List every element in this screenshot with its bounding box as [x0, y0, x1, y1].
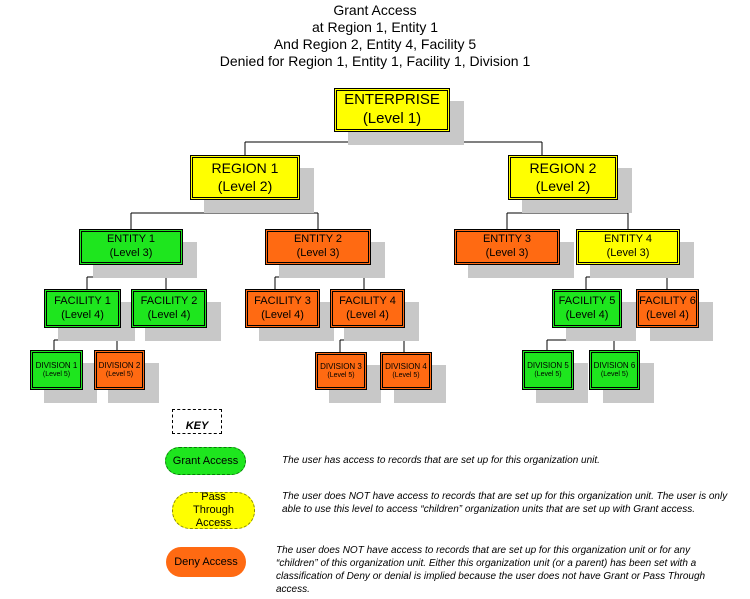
node-entity-2-level: (Level 3)	[296, 247, 340, 259]
node-facility-3: FACILITY 3 (Level 4)	[245, 289, 320, 328]
node-region-2: REGION 2 (Level 2)	[508, 155, 618, 200]
node-division-6-level: (Level 5)	[600, 370, 629, 378]
node-region-1-level: (Level 2)	[217, 177, 273, 194]
title-line-1: Grant Access	[333, 2, 417, 18]
node-division-1-level: (Level 5)	[42, 370, 71, 378]
node-facility-6-level: (Level 4)	[646, 308, 689, 321]
node-division-3-name: DIVISION 3	[320, 361, 362, 371]
node-division-6: DIVISION 6 (Level 5)	[589, 350, 640, 390]
key-heading: KEY	[172, 409, 222, 434]
node-region-2-level: (Level 2)	[535, 177, 591, 194]
node-facility-6-name: FACILITY 6	[639, 294, 696, 307]
node-division-5-level: (Level 5)	[534, 370, 562, 378]
key-deny-desc: The user does NOT have access to records…	[276, 545, 706, 595]
connector-lines	[53, 132, 668, 352]
node-division-1: DIVISION 1 (Level 5)	[30, 350, 83, 390]
key-deny-label: Deny Access	[174, 555, 238, 568]
node-entity-4: ENTITY 4 (Level 3)	[576, 229, 680, 265]
node-entity-3-level: (Level 3)	[485, 247, 529, 259]
node-facility-3-level: (Level 4)	[261, 308, 304, 321]
title-line-4: Denied for Region 1, Entity 1, Facility …	[219, 53, 531, 69]
node-facility-6: FACILITY 6 (Level 4)	[636, 289, 699, 328]
node-facility-4-level: (Level 4)	[346, 308, 389, 321]
node-division-3-level: (Level 5)	[327, 371, 355, 379]
node-facility-2: FACILITY 2 (Level 4)	[131, 289, 207, 328]
node-division-6-name: DIVISION 6	[593, 360, 636, 370]
node-facility-5-level: (Level 4)	[565, 308, 609, 321]
key-pass-through-swatch: Pass Through Access	[172, 491, 255, 529]
key-grant-swatch: Grant Access	[165, 447, 246, 475]
node-facility-1-name: FACILITY 1	[54, 294, 111, 307]
node-division-5: DIVISION 5 (Level 5)	[522, 350, 574, 390]
node-entity-2: ENTITY 2 (Level 3)	[265, 229, 371, 265]
node-division-3: DIVISION 3 (Level 5)	[315, 352, 367, 390]
node-division-5-name: DIVISION 5	[527, 360, 569, 370]
node-division-4: DIVISION 4 (Level 5)	[380, 352, 432, 390]
node-facility-5-name: FACILITY 5	[558, 294, 616, 307]
node-division-2-level: (Level 5)	[105, 370, 134, 378]
node-entity-4-level: (Level 3)	[606, 247, 650, 259]
title-line-2: at Region 1, Entity 1	[311, 19, 439, 35]
node-facility-2-name: FACILITY 2	[140, 294, 198, 307]
node-facility-1: FACILITY 1 (Level 4)	[44, 289, 121, 328]
node-enterprise-name: ENTERPRISE	[344, 91, 440, 109]
diagram-title: Grant Access at Region 1, Entity 1 And R…	[0, 2, 750, 70]
node-division-4-level: (Level 5)	[392, 371, 420, 379]
node-region-1-name: REGION 1	[211, 160, 279, 176]
node-entity-1-level: (Level 3)	[109, 247, 153, 259]
node-region-2-name: REGION 2	[529, 160, 597, 176]
node-entity-3: ENTITY 3 (Level 3)	[454, 229, 560, 265]
key-pass-through-desc: The user does NOT have access to records…	[282, 491, 728, 515]
node-facility-1-level: (Level 4)	[61, 308, 104, 321]
node-division-1-name: DIVISION 1	[35, 360, 78, 370]
key-grant-label: Grant Access	[172, 454, 239, 467]
node-entity-3-name: ENTITY 3	[482, 233, 532, 246]
node-division-2-name: DIVISION 2	[98, 360, 141, 370]
node-division-2: DIVISION 2 (Level 5)	[94, 350, 145, 390]
node-entity-1: ENTITY 1 (Level 3)	[79, 229, 183, 265]
node-region-1: REGION 1 (Level 2)	[190, 155, 300, 200]
node-entity-4-name: ENTITY 4	[603, 233, 653, 246]
node-facility-3-name: FACILITY 3	[254, 294, 311, 307]
key-deny-swatch: Deny Access	[166, 547, 246, 577]
node-division-4-name: DIVISION 4	[385, 361, 427, 371]
node-entity-2-name: ENTITY 2	[293, 233, 343, 246]
node-facility-2-level: (Level 4)	[147, 308, 191, 321]
node-entity-1-name: ENTITY 1	[106, 233, 156, 246]
key-pass-through-label: Pass Through Access	[193, 491, 234, 529]
node-facility-4-name: FACILITY 4	[339, 294, 396, 307]
node-enterprise: ENTERPRISE (Level 1)	[334, 88, 450, 132]
key-grant-desc: The user has access to records that are …	[282, 455, 600, 466]
node-enterprise-level: (Level 1)	[362, 110, 422, 127]
node-facility-4: FACILITY 4 (Level 4)	[330, 289, 405, 328]
node-facility-5: FACILITY 5 (Level 4)	[552, 289, 622, 328]
title-line-3: And Region 2, Entity 4, Facility 5	[273, 36, 477, 52]
